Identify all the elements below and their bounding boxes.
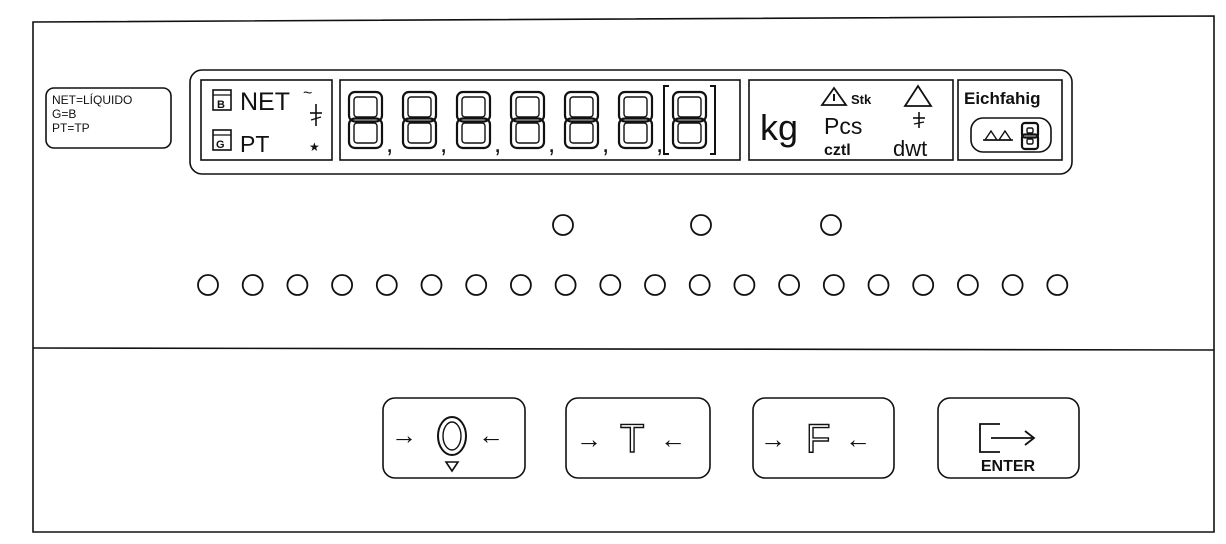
triangle-icon — [903, 84, 933, 107]
unit-dwt: dwt — [893, 136, 927, 161]
led-bottom-19 — [1001, 274, 1024, 296]
star-icon: ★ — [309, 140, 320, 154]
tare-weight-icon: G — [212, 129, 232, 151]
tare-key[interactable]: → T ← — [565, 397, 711, 479]
led-row-bottom — [197, 274, 1069, 296]
digit-7 — [671, 90, 708, 150]
led-bottom-4 — [331, 274, 354, 296]
led-bottom-17 — [912, 274, 935, 296]
digit-5 — [563, 90, 600, 150]
function-key-label: F — [806, 417, 830, 461]
svg-text:G: G — [216, 139, 225, 151]
led-bottom-7 — [465, 274, 488, 296]
digit-window-frame — [339, 79, 741, 161]
status-window-frame — [200, 79, 333, 161]
net-indicator: NET — [240, 88, 290, 116]
digit-3 — [455, 90, 492, 150]
zero-center-icon — [310, 104, 322, 126]
legend-box: NET=LÍQUIDO G=B PT=TP — [45, 87, 172, 149]
units-window-frame — [748, 79, 954, 161]
digit-separator: , — [494, 128, 501, 158]
pt-indicator: PT — [240, 131, 269, 157]
stable-tilde-icon: ~ — [303, 85, 312, 102]
digit-separator: , — [548, 128, 555, 158]
digit-separator: , — [386, 128, 393, 158]
tare-key-left-arrow: → — [576, 424, 602, 454]
unit-pcs: Pcs — [824, 113, 862, 139]
panel-divider — [32, 347, 1215, 351]
plus-minus-icon — [913, 112, 925, 128]
digit-6 — [617, 90, 654, 150]
seven-segment-digits: ,,,,,, — [347, 85, 716, 158]
legend-line-pt: PT=TP — [52, 121, 90, 135]
led-bottom-20 — [1046, 274, 1069, 296]
approval-window: Eichfahig — [957, 79, 1063, 161]
gross-weight-icon: B — [212, 89, 232, 111]
unit-kg: kg — [760, 107, 798, 148]
approval-digit-8 — [1020, 121, 1040, 151]
led-bottom-12 — [688, 274, 711, 296]
led-bottom-11 — [644, 274, 666, 296]
function-key-right-arrow: ← — [845, 424, 871, 454]
enter-key[interactable]: ENTER — [937, 397, 1080, 479]
approval-badge — [970, 117, 1052, 153]
tare-key-label: T — [620, 417, 644, 461]
led-bottom-2 — [241, 274, 264, 296]
digit-window: ,,,,,, — [339, 79, 741, 161]
enter-arrow-icon — [979, 423, 1036, 453]
led-top-2 — [690, 214, 712, 236]
left-bracket — [663, 85, 669, 155]
led-bottom-5 — [375, 274, 398, 296]
display-housing — [189, 69, 1073, 175]
zero-key-right-arrow: ← — [478, 420, 504, 450]
zero-key-left-arrow: → — [391, 420, 417, 450]
led-bottom-16 — [867, 274, 890, 296]
digit-separator: , — [440, 128, 447, 158]
led-top-3 — [820, 214, 842, 236]
digit-separator: , — [602, 128, 609, 158]
led-top-1 — [552, 214, 574, 236]
enter-key-label: ENTER — [981, 458, 1036, 475]
led-bottom-1 — [197, 274, 219, 296]
panel-outline — [32, 15, 1215, 533]
led-bottom-8 — [510, 274, 532, 296]
led-row-top — [552, 214, 842, 236]
unit-cztl: cztl — [824, 142, 851, 159]
warning-triangle-icon — [820, 86, 848, 106]
led-bottom-13 — [733, 274, 756, 296]
legend-frame — [45, 87, 172, 149]
led-bottom-9 — [554, 274, 577, 296]
digit-4 — [509, 90, 546, 150]
legend-line-net: NET=LÍQUIDO — [52, 92, 132, 107]
function-key-left-arrow: → — [760, 424, 786, 454]
tare-key-right-arrow: ← — [660, 424, 686, 454]
led-bottom-15 — [822, 274, 845, 296]
led-bottom-14 — [778, 274, 800, 296]
right-bracket — [710, 85, 716, 155]
unit-stk: Stk — [851, 92, 872, 107]
status-indicator-window: B NET ~ G PT ★ — [200, 79, 333, 161]
led-bottom-3 — [286, 274, 309, 296]
digit-2 — [401, 90, 438, 150]
led-bottom-10 — [599, 274, 622, 296]
legend-line-g: G=B — [52, 107, 76, 121]
zero-key-down-triangle-icon — [444, 461, 460, 473]
function-key[interactable]: → F ← — [752, 397, 895, 479]
scale-balance-icon — [983, 129, 1013, 141]
digit-1 — [347, 90, 384, 150]
approval-window-frame — [957, 79, 1063, 161]
units-window: kg Stk Pcs cztl dwt — [748, 79, 954, 161]
approval-digit — [1020, 121, 1040, 151]
led-bottom-6 — [420, 274, 443, 296]
svg-text:B: B — [217, 99, 225, 111]
digit-separator: , — [656, 128, 663, 158]
approval-title: Eichfahig — [964, 89, 1041, 108]
zero-key[interactable]: → ← — [382, 397, 526, 479]
led-bottom-18 — [957, 274, 979, 296]
